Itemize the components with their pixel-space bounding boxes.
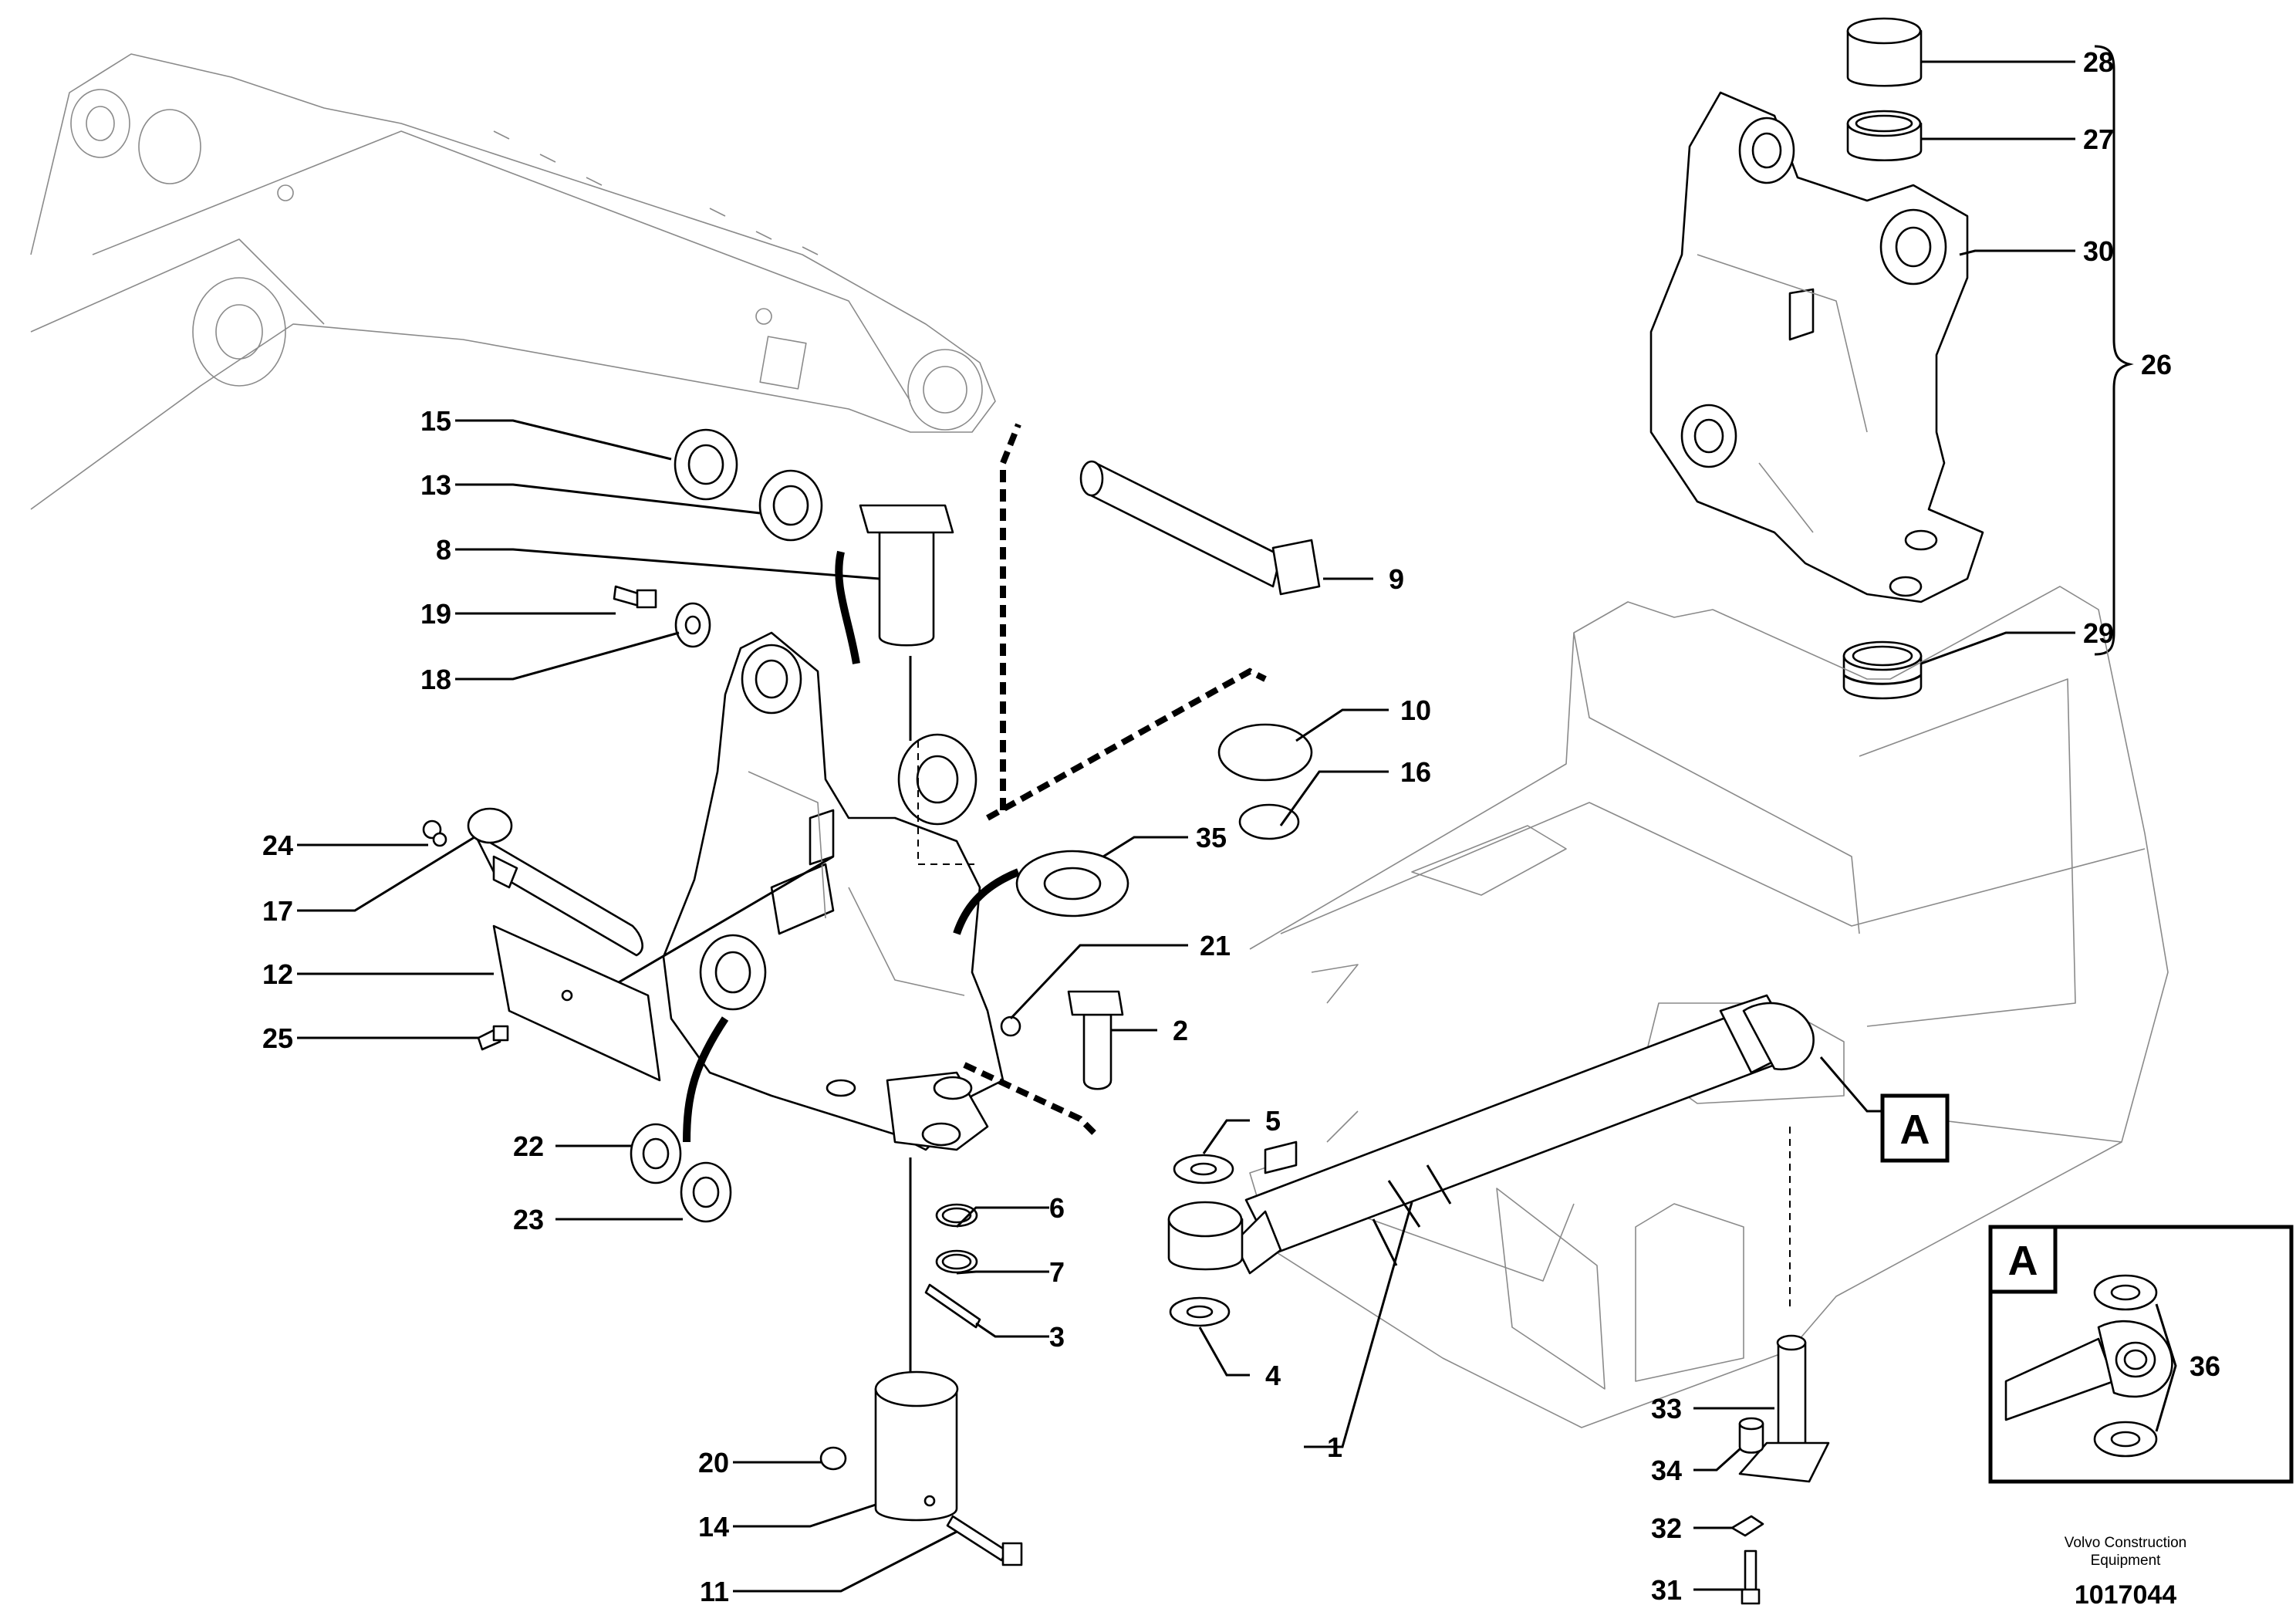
drawing-number: 1017044	[2075, 1580, 2176, 1610]
callout-36: 36	[2190, 1350, 2220, 1382]
bolt-19	[613, 585, 657, 609]
washer-35	[1015, 850, 1129, 917]
washer-13	[758, 469, 823, 542]
pin-14	[874, 1370, 959, 1522]
callout-18: 18	[420, 664, 451, 695]
callout-24: 24	[262, 830, 293, 861]
pin-9	[1079, 460, 1321, 596]
callout-31: 31	[1651, 1574, 1682, 1606]
washer-22	[630, 1123, 682, 1184]
washer-4	[1169, 1296, 1231, 1327]
callout-30: 30	[2083, 235, 2114, 267]
bolt-25	[477, 1025, 509, 1051]
boom-outline	[30, 53, 996, 510]
callout-35: 35	[1196, 822, 1227, 853]
callout-11: 11	[700, 1576, 729, 1607]
inset-washer-top	[2093, 1274, 2158, 1311]
pin-path-curve-bottom	[683, 1016, 729, 1143]
pin-33	[1738, 1334, 1830, 1483]
callout-20: 20	[698, 1447, 729, 1478]
callout-9: 9	[1389, 563, 1404, 595]
bolt-21	[1000, 1015, 1021, 1037]
plate-12	[492, 924, 661, 1082]
pin-2	[1067, 990, 1124, 1090]
nut-20	[819, 1446, 847, 1471]
callout-23: 23	[513, 1204, 544, 1235]
callout-19: 19	[420, 598, 451, 630]
cylinder-1	[1167, 994, 1815, 1275]
assembly-dash-pin2	[963, 1062, 1098, 1137]
callout-25: 25	[262, 1022, 293, 1054]
assembly-dash-pin9	[1000, 423, 1021, 810]
callout-27: 27	[2083, 123, 2114, 155]
detail-a-inset-label: A	[2008, 1238, 2038, 1284]
manufacturer-line-2: Equipment	[2091, 1553, 2162, 1569]
detail-a-marker: A	[1880, 1093, 1950, 1163]
callout-8: 8	[436, 534, 451, 566]
callout-26: 26	[2141, 349, 2172, 380]
washer-15	[674, 428, 738, 501]
plate-axis-line	[609, 855, 834, 989]
swing-frame-part	[662, 631, 1004, 1151]
callout-2: 2	[1173, 1015, 1188, 1046]
inset-cylinder-rod-end	[2004, 1320, 2173, 1421]
callout-34: 34	[1651, 1455, 1682, 1486]
bolt-11	[946, 1515, 1023, 1566]
callout-13: 13	[420, 469, 451, 501]
bushing-28	[1846, 17, 1923, 87]
callout-21: 21	[1200, 930, 1231, 961]
pin-path-curve-right	[953, 868, 1020, 935]
cotter-3	[924, 1283, 981, 1329]
washer-23	[680, 1161, 732, 1223]
washer-5	[1173, 1154, 1234, 1184]
assembly-dash-pin10	[986, 667, 1267, 821]
assembly-dash-internal	[917, 741, 980, 865]
callout-1: 1	[1327, 1431, 1342, 1463]
pin-17	[467, 807, 643, 957]
ring-6	[935, 1203, 978, 1228]
callout-labels: 1 2 3 4 5 6 7 8 9 10 11 12 13 14 15 16 1…	[262, 46, 2220, 1607]
pin-8	[859, 504, 954, 647]
callout-5: 5	[1265, 1105, 1281, 1137]
callout-28: 28	[2083, 46, 2114, 78]
callout-32: 32	[1651, 1512, 1682, 1544]
inset-washer-bottom	[2093, 1421, 2158, 1458]
callout-6: 6	[1049, 1192, 1065, 1224]
manufacturer-line-1: Volvo Construction	[2065, 1535, 2186, 1551]
callout-29: 29	[2083, 617, 2114, 649]
assembly-brace-26	[2094, 45, 2134, 656]
washer-18	[674, 602, 711, 648]
callout-4: 4	[1265, 1360, 1281, 1391]
bushing-27	[1846, 110, 1923, 162]
swing-frame-assembly-30	[1649, 91, 1984, 603]
callout-17: 17	[262, 895, 293, 927]
pin-path-curve-top	[835, 550, 860, 664]
ring-16	[1238, 803, 1300, 840]
callout-14: 14	[698, 1511, 729, 1543]
washer-32	[1730, 1515, 1764, 1537]
leader-lines	[297, 60, 2182, 1593]
footer: Volvo Construction Equipment 1017044	[2065, 1535, 2186, 1610]
detail-a-inset: A	[1988, 1225, 2294, 1484]
detail-a-label: A	[1900, 1107, 1930, 1153]
callout-22: 22	[513, 1130, 544, 1162]
ring-7	[935, 1249, 978, 1274]
spacer-34	[1738, 1417, 1764, 1454]
callout-12: 12	[262, 958, 293, 990]
callout-10: 10	[1400, 694, 1431, 726]
callout-3: 3	[1049, 1321, 1065, 1353]
washer-10	[1217, 723, 1313, 782]
bushing-29	[1842, 640, 1923, 700]
bolt-24	[422, 819, 447, 847]
callout-15: 15	[420, 405, 451, 437]
callout-33: 33	[1651, 1393, 1682, 1424]
callout-7: 7	[1049, 1256, 1065, 1288]
callout-16: 16	[1400, 756, 1431, 788]
bolt-31	[1741, 1549, 1761, 1605]
